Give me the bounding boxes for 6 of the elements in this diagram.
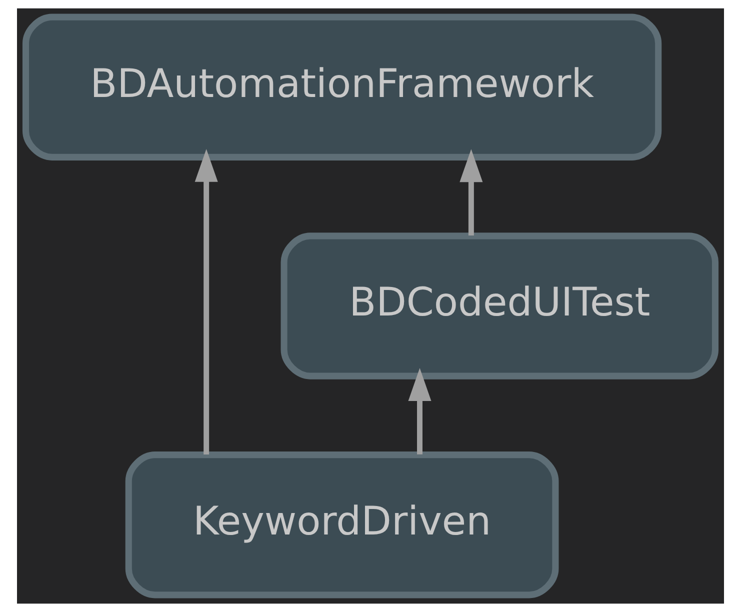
arrow [459,149,482,236]
node-box: KeywordDriven [124,452,558,598]
arrow [408,368,431,454]
arrow [194,148,218,455]
node-box: BDAutomationFramework [22,14,662,160]
node-box: BDCodedUITest [280,232,718,380]
